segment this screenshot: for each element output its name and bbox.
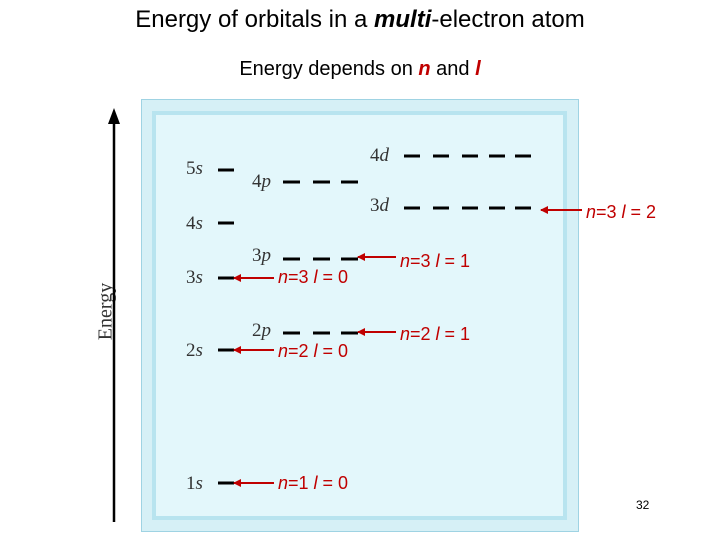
annotation-1s: n=1 l = 0 (278, 474, 348, 492)
label-5s: 5s (186, 159, 203, 178)
label-3p-num: 3 (252, 245, 262, 266)
label-4p-letter: p (261, 171, 272, 192)
energy-axis-arrowhead (108, 108, 120, 124)
label-5s-num: 5 (186, 158, 196, 179)
annotation-arrows (233, 206, 582, 487)
annotation-3p-l-value: = 1 (439, 251, 471, 271)
label-3p: 3p (252, 246, 271, 265)
label-4d-num: 4 (370, 145, 380, 166)
annotation-2p-l: l (435, 324, 440, 344)
page-number: 32 (636, 498, 650, 512)
title-text: Energy of orbitals in a (135, 6, 375, 33)
slide-title: Energy of orbitals in a multi-electron a… (0, 6, 720, 34)
annotation-1s-n-value: =1 (288, 473, 314, 493)
label-4p: 4p (252, 172, 271, 191)
label-1s: 1s (186, 474, 203, 493)
label-3d-letter: d (379, 195, 390, 216)
title-text-end: -electron atom (431, 6, 585, 33)
label-2s-num: 2 (186, 340, 196, 361)
annotation-3d-n: n (586, 202, 597, 222)
annotation-3d: n=3 l = 2 (586, 203, 656, 221)
subtitle-n: n (418, 58, 431, 80)
label-3d: 3d (370, 196, 389, 215)
label-3s: 3s (186, 268, 203, 287)
annotation-3s-n-value: =3 (288, 267, 314, 287)
label-5s-letter: s (195, 158, 203, 179)
annotation-3d-n-value: =3 (596, 202, 622, 222)
diagram-panel (152, 111, 567, 520)
label-4s-num: 4 (186, 213, 196, 234)
label-4p-num: 4 (252, 171, 262, 192)
annotation-3s-n: n (278, 267, 289, 287)
annotation-3d-l: l (621, 202, 626, 222)
orbital-levels (218, 154, 531, 485)
label-1s-num: 1 (186, 473, 196, 494)
annotation-2s-n-value: =2 (288, 341, 314, 361)
annotation-3s-l: l (313, 267, 318, 287)
label-4d-letter: d (379, 145, 390, 166)
annotation-2s-l: l (313, 341, 318, 361)
annotation-2p-n-value: =2 (410, 324, 436, 344)
label-2s-letter: s (195, 340, 203, 361)
annotation-1s-n: n (278, 473, 289, 493)
label-2p: 2p (252, 321, 271, 340)
label-3d-num: 3 (370, 195, 380, 216)
annotation-2s-n: n (278, 341, 289, 361)
label-1s-letter: s (195, 473, 203, 494)
label-2p-letter: p (261, 320, 272, 341)
slide-subtitle: Energy depends on n and l (0, 58, 720, 81)
annotation-1s-l: l (313, 473, 318, 493)
label-2s: 2s (186, 341, 203, 360)
label-4s: 4s (186, 214, 203, 233)
annotation-1s-l-value: = 0 (317, 473, 349, 493)
annotation-3d-l-value: = 2 (625, 202, 657, 222)
annotation-3s-l-value: = 0 (317, 267, 349, 287)
annotation-2s: n=2 l = 0 (278, 342, 348, 360)
annotation-3p-n-value: =3 (410, 251, 436, 271)
annotation-2p-l-value: = 1 (439, 324, 471, 344)
annotation-3p-n: n (400, 251, 411, 271)
title-emphasis: multi (374, 6, 432, 33)
annotation-2s-l-value: = 0 (317, 341, 349, 361)
annotation-2p: n=2 l = 1 (400, 325, 470, 343)
subtitle-l: l (475, 58, 481, 80)
annotation-2p-n: n (400, 324, 411, 344)
subtitle-text: Energy depends on (239, 58, 419, 80)
annotation-3p: n=3 l = 1 (400, 252, 470, 270)
label-4d: 4d (370, 146, 389, 165)
annotation-3s: n=3 l = 0 (278, 268, 348, 286)
label-2p-num: 2 (252, 320, 262, 341)
label-3s-num: 3 (186, 267, 196, 288)
label-3s-letter: s (195, 267, 203, 288)
label-3p-letter: p (261, 245, 272, 266)
subtitle-and: and (430, 58, 476, 80)
label-4s-letter: s (195, 213, 203, 234)
annotation-3p-l: l (435, 251, 440, 271)
